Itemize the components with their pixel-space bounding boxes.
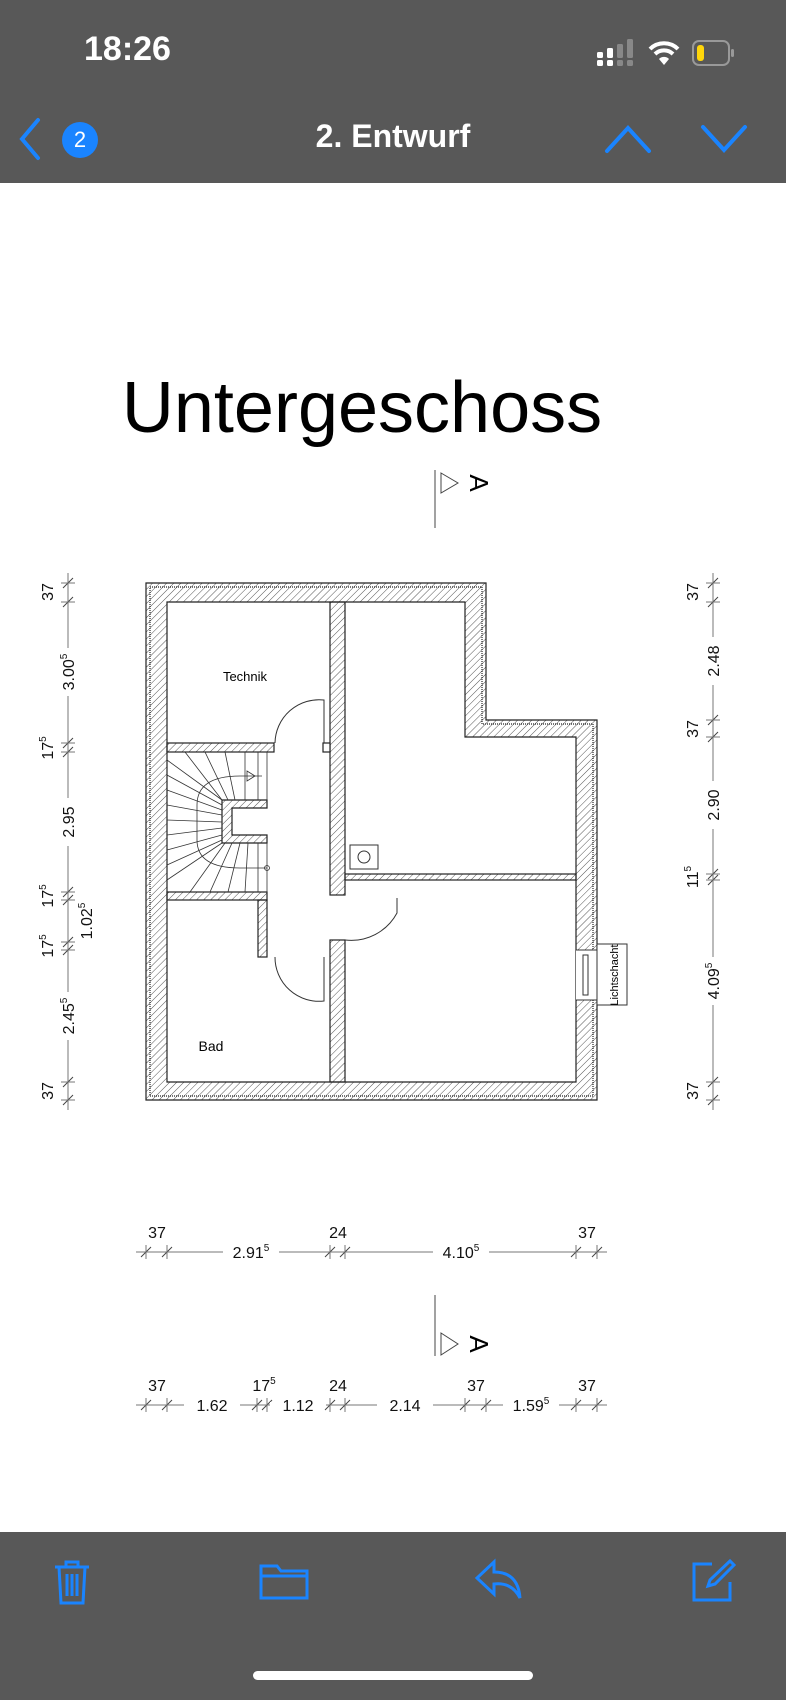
- dimension-label: 37: [467, 1378, 485, 1395]
- dimension-label: 175: [252, 1376, 276, 1395]
- section-label-top: A: [464, 474, 494, 492]
- dimension-label: 175: [38, 884, 57, 908]
- dimension-label: 3.005: [59, 653, 78, 690]
- home-indicator[interactable]: [253, 1671, 533, 1680]
- dimension-label: 37: [578, 1225, 596, 1242]
- label-gap: [184, 1402, 240, 1408]
- dimension-label: 175: [38, 736, 57, 760]
- dimension-label: 2.455: [59, 997, 78, 1034]
- dimension-label: 24: [329, 1378, 347, 1395]
- dimension-label: 4.105: [443, 1243, 480, 1262]
- label-gap: [66, 648, 70, 696]
- status-icons: [596, 38, 736, 68]
- section-marker-bottom: [434, 1295, 459, 1356]
- reply-icon[interactable]: [474, 1558, 524, 1602]
- floor-plan-document: Untergeschoss A A: [38, 368, 723, 1415]
- label-gap: [270, 1402, 326, 1408]
- room-label-technik: Technik: [223, 669, 268, 684]
- plan-title: Untergeschoss: [122, 368, 602, 448]
- dimension-label: 37: [685, 583, 702, 601]
- label-gap: [503, 1402, 559, 1408]
- dimension-label: 1.595: [513, 1396, 550, 1415]
- dimension-label: 1.12: [282, 1398, 313, 1415]
- walls: [145, 582, 598, 1101]
- section-label-bottom: A: [464, 1335, 494, 1353]
- room-label-lichtschacht: Lichtschacht: [609, 944, 621, 1005]
- compose-icon[interactable]: [690, 1558, 736, 1604]
- trash-icon[interactable]: [52, 1558, 92, 1606]
- dimension-label: 37: [40, 583, 57, 601]
- staircase: [166, 751, 270, 893]
- label-gap: [377, 1402, 433, 1408]
- label-gap: [711, 637, 715, 685]
- dimension-label: 1.62: [196, 1398, 227, 1415]
- unread-count-badge[interactable]: 2: [62, 122, 98, 158]
- dimension-label: 2.14: [389, 1398, 420, 1415]
- dimension-label: 37: [685, 720, 702, 738]
- label-gap: [66, 798, 70, 846]
- doors: [274, 699, 398, 1002]
- page-title: 2. Entwurf: [315, 118, 471, 154]
- dimension-label: 2.95: [61, 806, 78, 837]
- navigation-header: 18:26 2 2. Entwurf: [0, 0, 786, 183]
- cellular-signal-icon: [597, 39, 633, 66]
- dimension-label: 1.025: [77, 902, 96, 939]
- room-label-bad: Bad: [199, 1038, 224, 1054]
- label-gap: [66, 992, 70, 1040]
- battery-icon: [692, 40, 734, 66]
- dimension-label: 37: [685, 1082, 702, 1100]
- folder-icon[interactable]: [258, 1558, 310, 1602]
- dimension-lines: 37 3.005 175 2.95 175 1.025 175 2.455 37 37 2.48 37…: [38, 573, 723, 1415]
- dimension-label: 37: [40, 1082, 57, 1100]
- dimension-label: 4.095: [704, 962, 723, 999]
- label-gap: [433, 1249, 489, 1255]
- wifi-icon: [648, 41, 680, 65]
- light-well: [576, 943, 628, 1006]
- chevron-down-icon[interactable]: [700, 124, 748, 154]
- dimension-label: 115: [683, 865, 702, 888]
- back-chevron-icon[interactable]: [14, 116, 44, 162]
- label-gap: [711, 781, 715, 829]
- dimension-label: 37: [148, 1378, 166, 1395]
- section-marker-top: [434, 470, 459, 528]
- dimension-label: 2.90: [706, 789, 723, 820]
- status-time: 18:26: [84, 30, 171, 68]
- label-gap: [711, 957, 715, 1005]
- dimension-label: 2.48: [706, 645, 723, 676]
- chimney: [349, 844, 379, 870]
- dimension-label: 24: [329, 1225, 347, 1242]
- dimension-label: 37: [578, 1378, 596, 1395]
- dimension-label: 175: [38, 934, 57, 958]
- dimension-label: 37: [148, 1225, 166, 1242]
- chevron-up-icon[interactable]: [604, 124, 652, 154]
- label-gap: [223, 1249, 279, 1255]
- dimension-label: 2.915: [233, 1243, 270, 1262]
